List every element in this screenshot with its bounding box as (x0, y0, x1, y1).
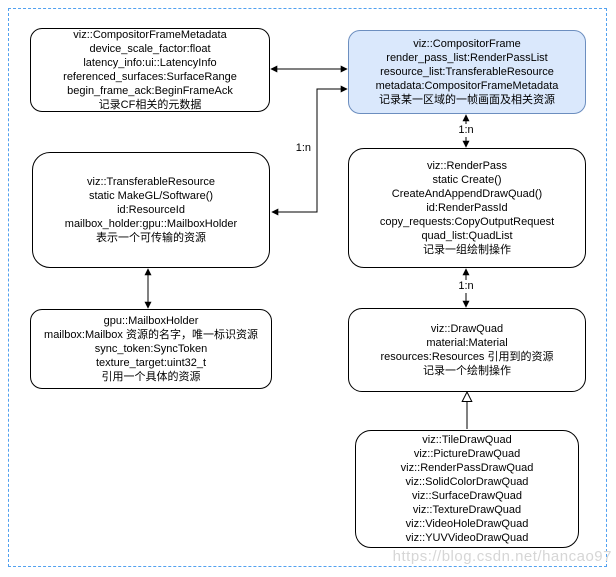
node-line: viz::SurfaceDrawQuad (411, 490, 523, 502)
node-line: 引用一个具体的资源 (101, 371, 201, 383)
node-line: viz::TextureDrawQuad (412, 504, 522, 516)
node-mailbox-holder: gpu::MailboxHolder mailbox:Mailbox 资源的名字… (30, 309, 272, 389)
node-line: 表示一个可传输的资源 (96, 232, 206, 244)
node-line: viz::TransferableResource (87, 176, 215, 188)
edge-label-frame-render-pass: 1:n (452, 124, 480, 137)
node-draw-quad-subclasses: viz::TileDrawQuad viz::PictureDrawQuad v… (355, 430, 579, 548)
node-line: referenced_surfaces:SurfaceRange (63, 71, 237, 83)
node-transferable-resource: viz::TransferableResource static MakeGL/… (32, 152, 270, 268)
node-line: viz::PictureDrawQuad (413, 448, 521, 460)
node-line: viz::YUVVideoDrawQuad (405, 532, 529, 544)
node-line: 记录一组绘制操作 (423, 244, 511, 256)
node-line: material:Material (426, 337, 508, 349)
node-line: begin_frame_ack:BeginFrameAck (67, 85, 233, 97)
node-line: 记录CF相关的元数据 (98, 99, 202, 111)
node-line: static MakeGL/Software() (88, 190, 214, 202)
node-line: metadata:CompositorFrameMetadata (375, 80, 559, 92)
node-line: 记录某一区域的一帧画面及相关资源 (379, 94, 555, 106)
node-line: sync_token:SyncToken (94, 343, 208, 355)
node-line: viz::RenderPass (426, 160, 508, 172)
node-line: 记录一个绘制操作 (423, 365, 511, 377)
node-line: viz::SolidColorDrawQuad (405, 476, 529, 488)
csdn-watermark: https://blog.csdn.net/hancao97 (392, 548, 612, 565)
node-line: id:RenderPassId (426, 202, 508, 214)
node-line: CreateAndAppendDrawQuad() (391, 188, 543, 200)
edge-label-render-pass-draw-quad: 1:n (452, 280, 480, 293)
node-line: resources:Resources 引用到的资源 (380, 351, 554, 363)
node-line: viz::CompositorFrameMetadata (73, 29, 227, 41)
node-line: gpu::MailboxHolder (103, 315, 199, 327)
node-draw-quad: viz::DrawQuad material:Material resource… (348, 308, 586, 392)
node-render-pass: viz::RenderPass static Create() CreateAn… (348, 148, 586, 268)
node-line: id:ResourceId (117, 204, 185, 216)
node-line: viz::RenderPassDrawQuad (400, 462, 534, 474)
node-line: resource_list:TransferableResource (380, 66, 554, 78)
node-line: viz::DrawQuad (430, 323, 504, 335)
node-line: viz::VideoHoleDrawQuad (405, 518, 529, 530)
node-line: viz::TileDrawQuad (422, 434, 512, 446)
node-line: static Create() (432, 174, 502, 186)
node-line: viz::CompositorFrame (413, 38, 521, 50)
edge-label-frame-resource: 1:n (295, 142, 311, 154)
node-line: texture_target:uint32_t (95, 357, 207, 369)
node-line: mailbox_holder:gpu::MailboxHolder (64, 218, 238, 230)
node-compositor-frame-metadata: viz::CompositorFrameMetadata device_scal… (30, 28, 270, 112)
node-line: latency_info:ui::LatencyInfo (83, 57, 217, 69)
node-compositor-frame: viz::CompositorFrame render_pass_list:Re… (348, 30, 586, 114)
node-line: render_pass_list:RenderPassList (386, 52, 548, 64)
node-line: quad_list:QuadList (421, 230, 513, 242)
node-line: copy_requests:CopyOutputRequest (379, 216, 555, 228)
node-line: mailbox:Mailbox 资源的名字，唯一标识资源 (44, 329, 258, 341)
node-line: device_scale_factor:float (89, 43, 211, 55)
